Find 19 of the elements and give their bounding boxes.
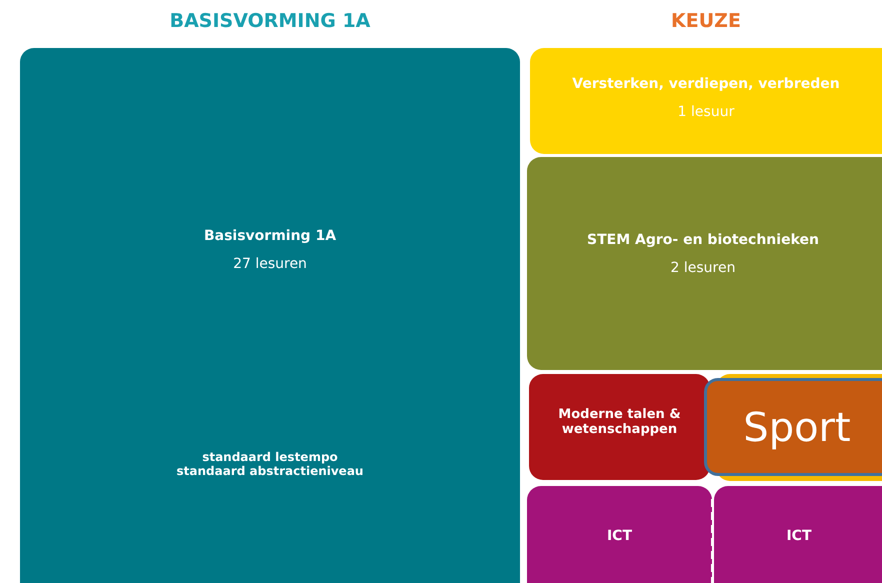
block-title: ICT bbox=[606, 528, 634, 544]
block-title: STEM Agro- en biotechnieken bbox=[586, 232, 820, 248]
column-heading: BASISVORMING 1A bbox=[168, 10, 372, 32]
block-title: Versterken, verdiepen, verbreden bbox=[571, 76, 841, 92]
column-heading: KEUZE bbox=[670, 10, 742, 32]
block-title: Moderne talen & wetenschappen bbox=[557, 408, 682, 438]
block bbox=[530, 48, 882, 154]
block-title: Basisvorming 1A bbox=[202, 228, 338, 244]
block bbox=[527, 157, 882, 370]
block bbox=[714, 486, 882, 583]
block bbox=[527, 486, 712, 583]
block bbox=[20, 48, 520, 583]
block-text: 1 lesuur bbox=[676, 104, 736, 120]
block-text: 2 lesuren bbox=[670, 260, 736, 276]
block-title: Sport bbox=[742, 405, 852, 451]
block-text: 27 lesuren bbox=[232, 256, 308, 272]
block-title: ICT bbox=[785, 528, 813, 544]
block bbox=[529, 374, 710, 480]
block-text: standaard lestempo standaard abstractieniveau bbox=[176, 451, 364, 479]
